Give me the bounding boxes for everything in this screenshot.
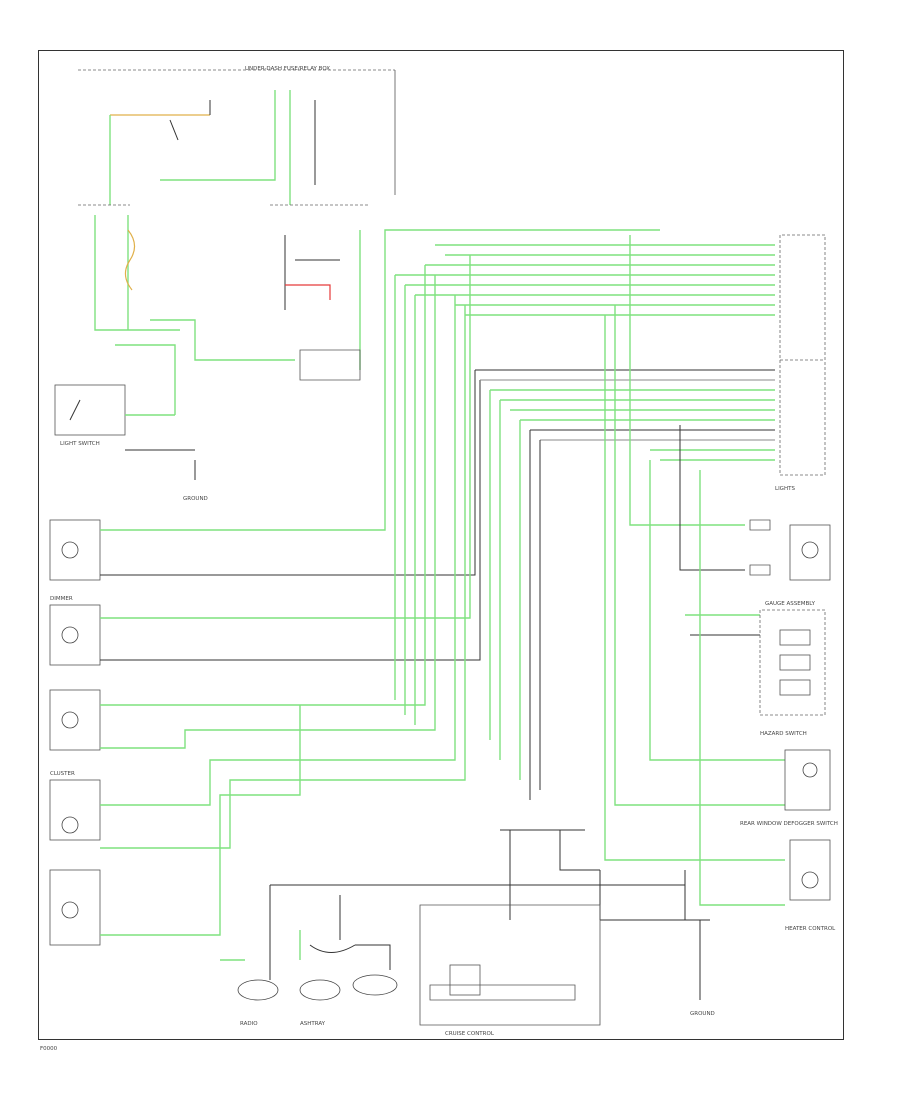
bottom-section: CRUISE CONTROL RADIO ASHTRAY GROUND F000… bbox=[40, 829, 715, 1052]
rear-defogger-label: REAR WINDOW DEFOGGER SWITCH bbox=[740, 821, 838, 827]
left-bulb-runs bbox=[100, 229, 660, 936]
fuse-box-title: UNDER-DASH FUSE/RELAY BOX bbox=[245, 66, 330, 72]
ground-right-label: GROUND bbox=[690, 1011, 715, 1017]
ground-left-label: GROUND bbox=[183, 496, 208, 502]
right-connector bbox=[779, 234, 826, 476]
fuse-relay-box-section: UNDER-DASH FUSE/RELAY BOX bbox=[78, 66, 396, 206]
heater-control-label: HEATER CONTROL bbox=[785, 926, 836, 932]
hazard-switch-label: HAZARD SWITCH bbox=[760, 731, 807, 737]
lights-label: LIGHTS bbox=[775, 486, 795, 492]
cluster-label: CLUSTER bbox=[50, 771, 75, 777]
gauge-assembly-label: GAUGE ASSEMBLY bbox=[765, 601, 816, 607]
diagram-frame bbox=[38, 50, 844, 1040]
left-bulbs: DIMMER CLUSTER bbox=[49, 519, 101, 946]
harness-bundle bbox=[394, 244, 775, 800]
radio-label: RADIO bbox=[240, 1021, 258, 1027]
light-switch-label: LIGHT SWITCH bbox=[60, 441, 100, 447]
dimmer-label: DIMMER bbox=[50, 596, 73, 602]
light-switch: LIGHT SWITCH GROUND bbox=[54, 384, 208, 502]
dimmer-relay-section bbox=[94, 215, 361, 415]
footer-code: F0000 bbox=[40, 1046, 58, 1052]
cruise-control-label: CRUISE CONTROL bbox=[445, 1031, 495, 1037]
ashtray-label: ASHTRAY bbox=[300, 1021, 326, 1027]
right-bulbs: LIGHTS GAUGE ASSEMBLY HAZARD SWITCH REAR… bbox=[604, 235, 838, 932]
